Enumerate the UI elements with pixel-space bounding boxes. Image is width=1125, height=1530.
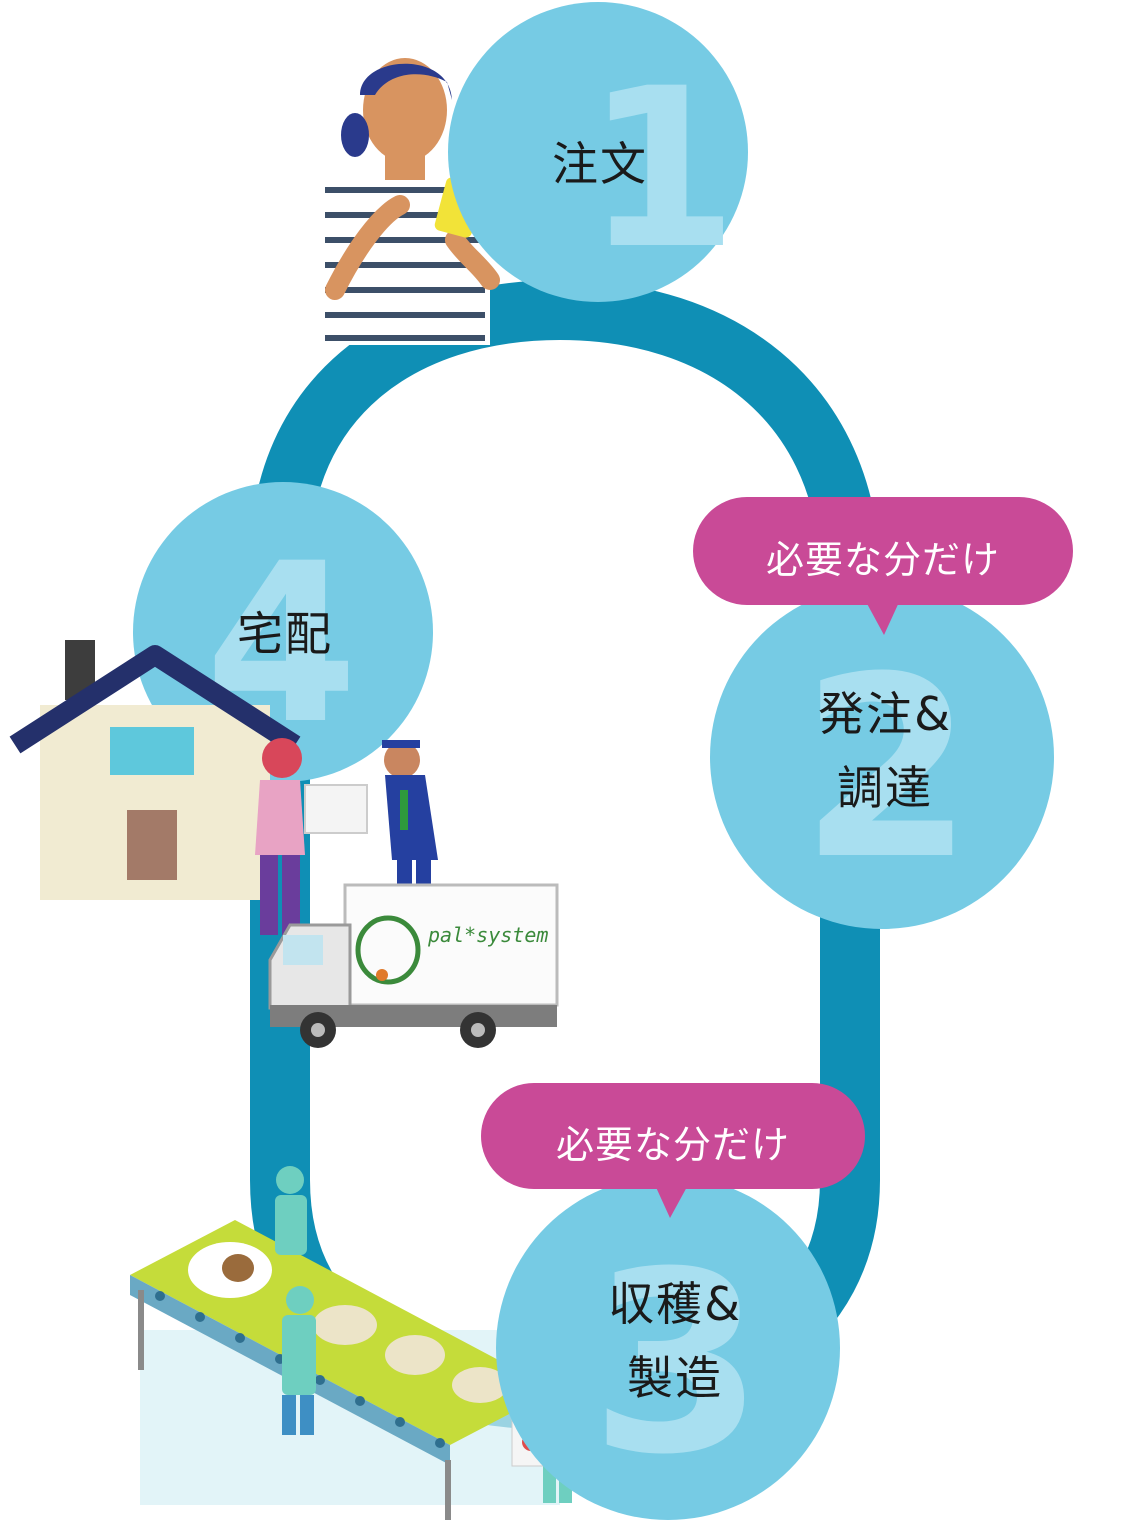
truck-logo-text: pal*system [427, 923, 548, 947]
delivery-truck-illustration: pal*system [268, 883, 559, 1048]
step-2-note-bubble [693, 497, 1073, 635]
step-1-circle: 1 [448, 2, 748, 302]
step-3-note-bubble [481, 1083, 865, 1218]
house-illustration [9, 640, 301, 900]
step-2-note: 必要な分だけ [765, 538, 1000, 582]
step-4-label: 宅配 [237, 607, 333, 661]
step-1-numeral: 1 [585, 41, 738, 297]
step-3-note: 必要な分だけ [555, 1123, 790, 1167]
step-2-circle: 2 [710, 585, 1054, 929]
delivery-handoff-illustration [255, 738, 438, 935]
step-1-label: 注文 [552, 137, 648, 191]
step-2-label: 発注& 調達 [818, 687, 952, 815]
step-3-numeral: 3 [590, 1218, 764, 1509]
step-2-numeral: 2 [800, 623, 974, 914]
step-3-circle: 3 [496, 1176, 840, 1520]
step-3-label: 収穫& 製造 [608, 1277, 742, 1405]
